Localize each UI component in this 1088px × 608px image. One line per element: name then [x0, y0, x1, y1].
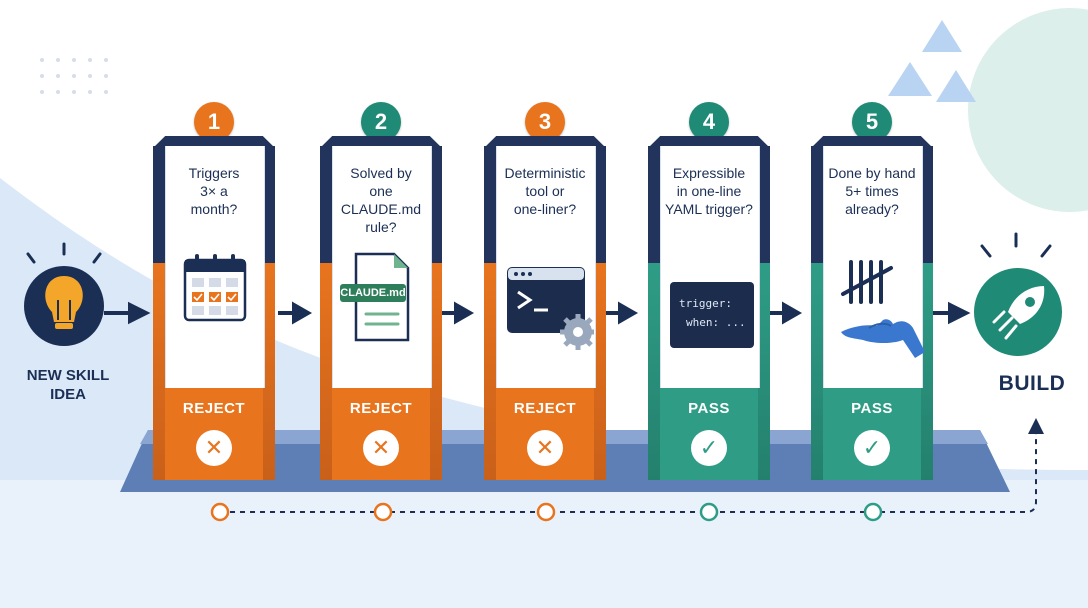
- lightbulb-icon: [24, 242, 104, 346]
- code-snippet: trigger: when: ...: [670, 282, 754, 348]
- gate-question: Expressible in one-line YAML trigger?: [662, 164, 756, 218]
- tally-hand-icon: [823, 248, 925, 368]
- step-badge: 3: [525, 102, 565, 142]
- verdict-pass: PASS ✓: [660, 388, 758, 480]
- gate-lintel: [153, 136, 275, 148]
- x-icon: ✕: [196, 430, 232, 466]
- question-line: Solved by: [350, 165, 412, 181]
- step-badge: 1: [194, 102, 234, 142]
- calendar-icon: [165, 248, 263, 368]
- question-line: 3× a: [200, 183, 228, 199]
- question-line: one: [369, 183, 393, 199]
- question-line: already?: [845, 201, 899, 217]
- yaml-code-icon: trigger: when: ...: [660, 248, 758, 368]
- end-label: BUILD: [998, 372, 1066, 395]
- question-line: Triggers: [188, 165, 240, 181]
- step-badge: 4: [689, 102, 729, 142]
- code-line: when: ...: [686, 316, 746, 329]
- gate-4: 4 Expressible in one-line YAML trigger? …: [648, 102, 770, 480]
- gate-question: Triggers 3× a month?: [167, 164, 261, 218]
- gate-post-left: [484, 146, 496, 480]
- verdict-reject: REJECT ✕: [496, 388, 594, 480]
- gate-post-right: [594, 146, 606, 480]
- timeline: [210, 418, 1044, 522]
- code-line: trigger:: [679, 297, 732, 310]
- gate-3: 3 Deterministic tool or one-liner? REJEC…: [484, 102, 606, 480]
- step-badge: 5: [852, 102, 892, 142]
- question-line: CLAUDE.md: [340, 201, 422, 217]
- verdict-label: REJECT: [349, 400, 413, 417]
- rocket-icon: [974, 232, 1062, 356]
- gate-lintel: [320, 136, 442, 148]
- x-icon: ✕: [363, 430, 399, 466]
- gate-1: 1 Triggers 3× a month? REJECT ✕: [153, 102, 275, 480]
- gate-lintel: [484, 136, 606, 148]
- question-line: Expressible: [672, 165, 746, 181]
- gate-post-left: [648, 146, 660, 480]
- start-label-line1: NEW SKILL: [26, 367, 110, 384]
- gate-question: Solved by one CLAUDE.md rule?: [334, 164, 428, 236]
- gate-lintel: [811, 136, 933, 148]
- verdict-label: PASS: [851, 400, 893, 417]
- verdict-label: PASS: [688, 400, 730, 417]
- gate-post-left: [320, 146, 332, 480]
- verdict-reject: REJECT ✕: [165, 388, 263, 480]
- gate-2: 2 Solved by one CLAUDE.md rule? CLAUDE.m…: [320, 102, 442, 480]
- verdict-pass: PASS ✓: [823, 388, 921, 480]
- gate-lintel: [648, 136, 770, 148]
- step-badge: 2: [361, 102, 401, 142]
- verdict-label: REJECT: [513, 400, 577, 417]
- gate-post-right: [758, 146, 770, 480]
- question-line: 5+ times: [845, 183, 899, 199]
- question-line: rule?: [365, 219, 397, 235]
- question-line: YAML trigger?: [665, 201, 753, 217]
- start-label: NEW SKILL IDEA: [8, 366, 128, 404]
- question-line: one-liner?: [513, 201, 577, 217]
- flow-arrows: [104, 301, 971, 325]
- question-line: tool or: [525, 183, 565, 199]
- gate-post-right: [921, 146, 933, 480]
- question-line: month?: [190, 201, 238, 217]
- start-label-line2: IDEA: [50, 386, 86, 403]
- gate-question: Done by hand 5+ times already?: [825, 164, 919, 218]
- x-icon: ✕: [527, 430, 563, 466]
- question-line: in one-line: [676, 183, 742, 199]
- gate-post-left: [153, 146, 165, 480]
- verdict-reject: REJECT ✕: [332, 388, 430, 480]
- gate-post-right: [430, 146, 442, 480]
- gate-panel: [165, 146, 265, 388]
- gate-question: Deterministic tool or one-liner?: [498, 164, 592, 218]
- check-icon: ✓: [691, 430, 727, 466]
- terminal-gear-icon: [496, 248, 596, 368]
- question-line: Done by hand: [828, 165, 916, 181]
- file-name-tag: CLAUDE.md: [340, 284, 406, 302]
- gate-post-right: [263, 146, 275, 480]
- question-line: Deterministic: [504, 165, 586, 181]
- gate-post-left: [811, 146, 823, 480]
- gate-5: 5 Done by hand 5+ times already? PASS ✓: [811, 102, 933, 480]
- check-icon: ✓: [854, 430, 890, 466]
- verdict-label: REJECT: [182, 400, 246, 417]
- document-icon: CLAUDE.md: [332, 248, 430, 368]
